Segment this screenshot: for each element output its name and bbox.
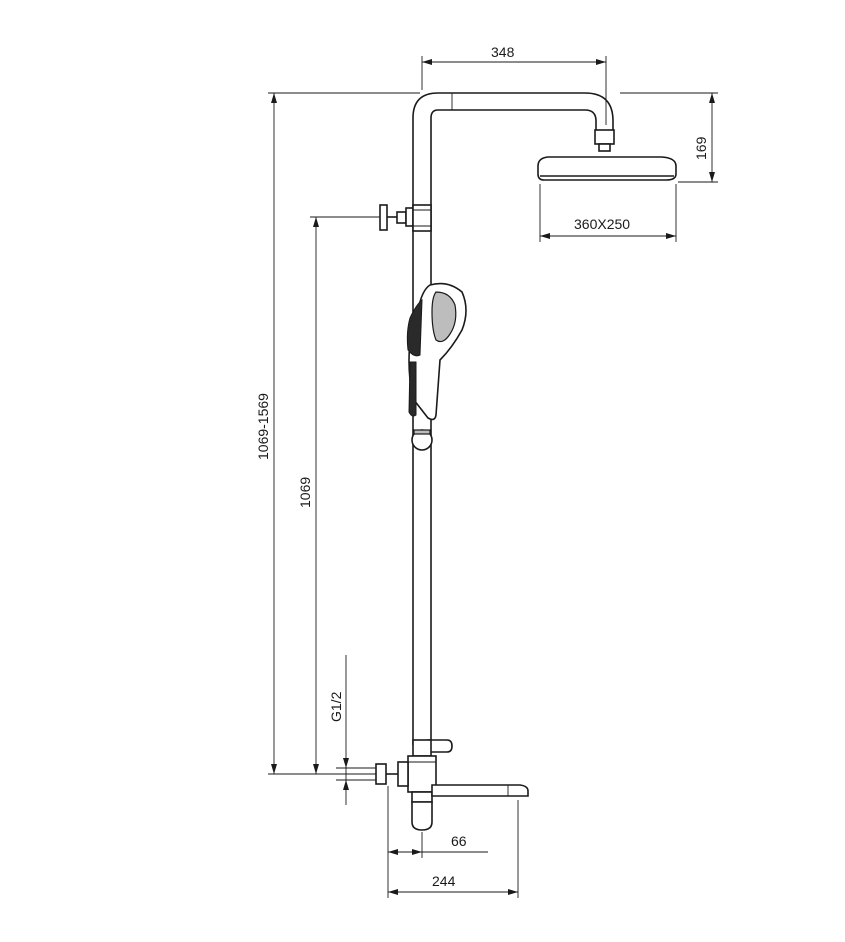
dim-spout-offset: 66 (387, 786, 488, 898)
rain-shower-head (537, 150, 677, 181)
dim-inlet-thread-label: G1/2 (328, 691, 344, 722)
dim-inlet-thread: G1/2 (328, 691, 349, 790)
dim-head-height-label: 169 (693, 136, 709, 160)
dim-total-height-label: 1069-1569 (255, 393, 271, 460)
diverter-knob (379, 204, 432, 232)
dim-head-size-label: 360X250 (574, 216, 630, 232)
dim-total-height: 1069-1569 (255, 92, 420, 775)
dim-spout-offset-label: 66 (451, 833, 467, 849)
inlet-thread-lines (336, 655, 376, 805)
dim-mixer-height-label: 1069 (297, 477, 313, 508)
dim-head-size: 360X250 (539, 184, 677, 242)
dim-spout-length-label: 244 (432, 873, 456, 889)
dim-arm-reach: 348 (421, 44, 607, 125)
shower-column (412, 92, 615, 745)
dim-arm-reach-label: 348 (491, 44, 515, 60)
hand-shower (406, 282, 467, 451)
dim-spout-length: 244 (388, 800, 519, 898)
dim-mixer-height: 1069 (297, 216, 380, 774)
dim-head-height: 169 (620, 92, 718, 183)
thermostatic-mixer (375, 739, 529, 831)
